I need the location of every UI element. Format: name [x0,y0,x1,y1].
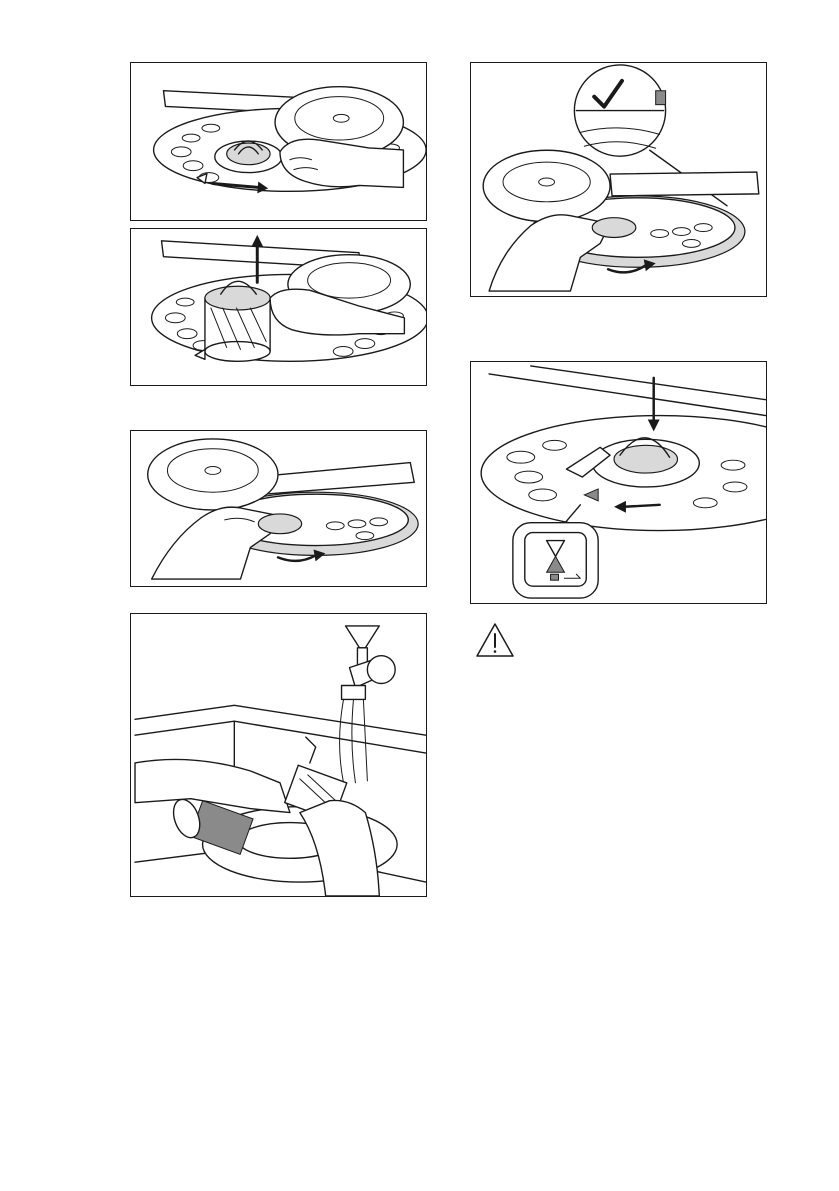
illustration-filter-lift [131,229,426,385]
warning-triangle-icon [475,622,515,658]
figure-lock-filter-turn [470,361,767,604]
illustration-flat-filter-refit [471,63,766,296]
figure-remove-filter-turn [130,62,427,221]
illustration-filter-turn [131,63,426,220]
illustration-flat-filter-remove [131,431,426,586]
figure-rinse-filters-under-tap [130,613,427,897]
figure-refit-flat-filter [470,62,767,297]
illustration-rinse-filters [131,614,426,896]
figure-lift-filter-out [130,228,427,386]
figure-remove-flat-filter [130,430,427,587]
illustration-filter-lock [471,362,766,603]
